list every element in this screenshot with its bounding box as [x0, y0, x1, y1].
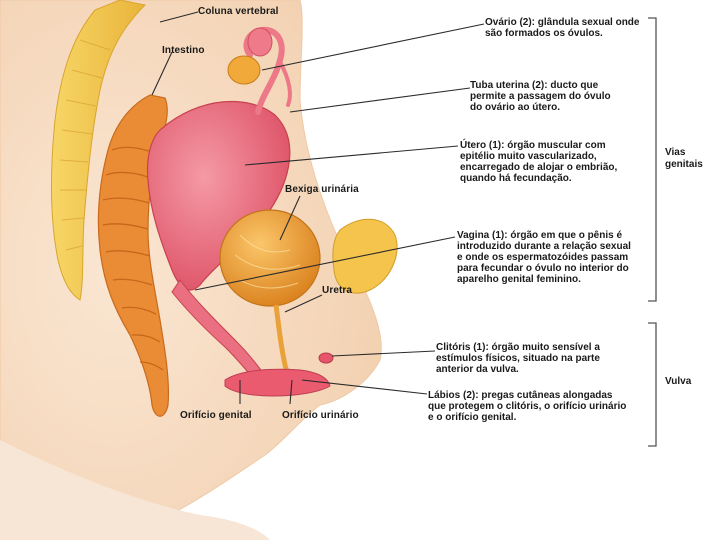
desc-tuba-uterina: Tuba uterina (2): ducto que permite a pa…: [470, 80, 611, 113]
group-brackets: [648, 18, 656, 446]
label-uretra: Uretra: [322, 285, 352, 297]
desc-labios-line: e o orifício genital.: [428, 412, 626, 423]
group-vias-genitais: Vias genitais: [665, 147, 703, 170]
group-vulva: Vulva: [665, 376, 691, 388]
desc-vagina-line: Vagina (1): órgão em que o pênis é: [457, 230, 631, 241]
label-intestino: Intestino: [162, 45, 205, 57]
desc-labios: Lábios (2): pregas cutâneas alongadas qu…: [428, 390, 626, 423]
desc-clitoris-line: anterior da vulva.: [436, 364, 600, 375]
desc-vagina-line: e onde os espermatozóides passam: [457, 252, 631, 263]
desc-ovario-line: Ovário (2): glândula sexual onde: [485, 17, 639, 28]
desc-utero-line: encarregado de alojar o embrião,: [460, 162, 617, 173]
label-orificio-urinario: Orifício urinário: [282, 410, 359, 422]
desc-ovario-line: são formados os óvulos.: [485, 28, 639, 39]
desc-clitoris-line: estímulos físicos, situado na parte: [436, 353, 600, 364]
labia: [225, 369, 330, 396]
desc-tuba-line: permite a passagem do óvulo: [470, 91, 611, 102]
desc-clitoris: Clitóris (1): órgão muito sensível a est…: [436, 342, 600, 375]
clitoris: [319, 353, 333, 363]
desc-labios-line: que protegem o clitóris, o orifício urin…: [428, 401, 626, 412]
pubic-bone: [333, 219, 397, 293]
label-coluna-vertebral: Coluna vertebral: [198, 6, 279, 18]
desc-labios-line: Lábios (2): pregas cutâneas alongadas: [428, 390, 626, 401]
group-vias-genitais-line: Vias: [665, 147, 703, 159]
bladder: [220, 210, 320, 306]
desc-clitoris-line: Clitóris (1): órgão muito sensível a: [436, 342, 600, 353]
desc-utero-line: epitélio muito vascularizado,: [460, 151, 617, 162]
label-orificio-genital: Orifício genital: [180, 410, 252, 422]
desc-vagina-line: introduzido durante a relação sexual: [457, 241, 631, 252]
desc-utero-line: Útero (1): órgão muscular com: [460, 140, 617, 151]
desc-vagina-line: para fecundar o óvulo no interior do: [457, 263, 631, 274]
desc-vagina: Vagina (1): órgão em que o pênis é intro…: [457, 230, 631, 285]
desc-tuba-line: Tuba uterina (2): ducto que: [470, 80, 611, 91]
ovary: [228, 56, 260, 84]
label-bexiga-urinaria: Bexiga urinária: [285, 184, 359, 196]
group-vias-genitais-line: genitais: [665, 159, 703, 171]
desc-utero-line: quando há fecundação.: [460, 173, 617, 184]
desc-utero: Útero (1): órgão muscular com epitélio m…: [460, 140, 617, 184]
desc-tuba-line: do ovário ao útero.: [470, 102, 611, 113]
desc-vagina-line: aparelho genital feminino.: [457, 274, 631, 285]
desc-ovario: Ovário (2): glândula sexual onde são for…: [485, 17, 639, 39]
